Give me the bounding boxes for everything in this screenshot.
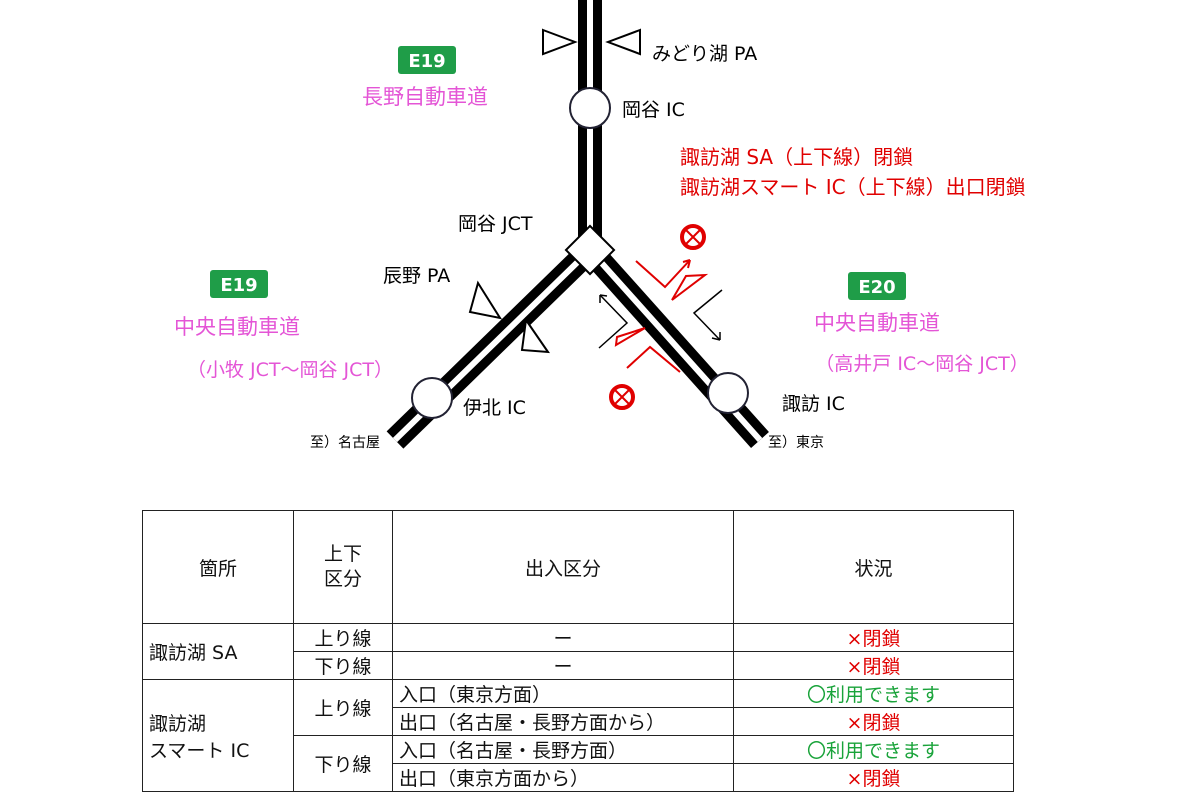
route-name: 中央自動車道: [174, 315, 300, 339]
road-diagram: E19 長野自動車道 E19 中央自動車道 （小牧 JCT～岡谷 JCT） E2…: [174, 0, 1029, 451]
suwa-ic-node: [707, 372, 749, 414]
status-cell: ×閉鎖: [733, 763, 1014, 792]
suwako-sa-closed-markers: [614, 259, 709, 373]
e19-badge-top: [398, 46, 456, 74]
okaya-ic-node: [569, 87, 611, 129]
header-status: 状況: [733, 510, 1014, 624]
dir-cell: 上り線: [293, 623, 393, 652]
e20-badge: [848, 272, 906, 300]
type-cell: 出口（東京方面から）: [392, 763, 734, 792]
e19-badge-label: E19: [408, 51, 445, 72]
route-name: 長野自動車道: [362, 85, 488, 109]
direction-arrows: [598, 289, 723, 349]
table-row: 出口（名古屋・長野方面から） ×閉鎖: [143, 707, 1014, 736]
location-line1: 諏訪湖: [149, 712, 207, 735]
e20-badge-label: E20: [858, 277, 895, 298]
location-line2: スマート IC: [149, 739, 250, 762]
route-section: （高井戸 IC～岡谷 JCT）: [815, 353, 1028, 375]
type-cell: 入口（名古屋・長野方面）: [392, 735, 734, 764]
status-cell: ×閉鎖: [733, 707, 1014, 736]
tatsuno-pa-label: 辰野 PA: [383, 265, 450, 287]
closure-notice-line2: 諏訪湖スマート IC（上下線）出口閉鎖: [680, 175, 1026, 199]
table-row: 下り線 ー ×閉鎖: [143, 651, 1014, 680]
table-row: 諏訪湖 SA 上り線 ー ×閉鎖: [142, 623, 1014, 680]
table-row: 諏訪湖スマート IC 上り線 入口（東京方面） 〇利用できます: [142, 679, 1014, 792]
no-entry-icon: [680, 224, 706, 250]
midoriko-pa-label: みどり湖 PA: [652, 43, 757, 65]
status-table: 箇所 上下区分 出入区分 状況 諏訪湖 SA 上り線 ー ×閉鎖 下り線 ー ×…: [142, 510, 1014, 792]
no-entry-icon: [609, 384, 635, 410]
okaya-ic-label: 岡谷 IC: [622, 99, 685, 121]
dir-cell: 下り線: [293, 735, 393, 792]
closure-notice-line1: 諏訪湖 SA（上下線）閉鎖: [680, 145, 913, 169]
midoriko-pa-icon: [542, 28, 641, 56]
table-header-row: 箇所 上下区分 出入区分 状況: [142, 510, 1014, 624]
location-cell: 諏訪湖 SA: [142, 623, 294, 680]
header-location: 箇所: [142, 510, 294, 624]
suwa-ic-label: 諏訪 IC: [782, 393, 845, 415]
type-cell: 入口（東京方面）: [392, 679, 734, 708]
type-cell: ー: [392, 651, 734, 680]
type-cell: ー: [392, 623, 734, 652]
type-cell: 出口（名古屋・長野方面から）: [392, 707, 734, 736]
status-cell: 〇利用できます: [733, 735, 1014, 764]
to-tokyo-label: 至）東京: [768, 435, 824, 451]
ihoku-ic-label: 伊北 IC: [463, 397, 526, 419]
route-name: 中央自動車道: [814, 311, 940, 335]
okaya-jct-node: [564, 224, 616, 276]
header-updown: 上下区分: [293, 510, 393, 624]
dir-cell: 下り線: [293, 651, 393, 680]
tatsuno-pa-icon: [468, 280, 551, 354]
table-row: 出口（東京方面から） ×閉鎖: [143, 763, 1014, 792]
status-cell: 〇利用できます: [733, 679, 1014, 708]
e19-badge-left: [210, 270, 268, 298]
to-nagoya-label: 至）名古屋: [310, 435, 380, 451]
location-cell: 諏訪湖スマート IC: [142, 679, 294, 792]
status-cell: ×閉鎖: [733, 623, 1014, 652]
dir-cell: 上り線: [293, 679, 393, 736]
e19-badge-label: E19: [220, 275, 257, 296]
header-entry-type: 出入区分: [392, 510, 734, 624]
ihoku-ic-node: [411, 377, 453, 419]
okaya-jct-label: 岡谷 JCT: [458, 213, 533, 235]
status-cell: ×閉鎖: [733, 651, 1014, 680]
header-updown-label: 上下区分: [323, 543, 362, 590]
route-section: （小牧 JCT～岡谷 JCT）: [187, 359, 393, 381]
